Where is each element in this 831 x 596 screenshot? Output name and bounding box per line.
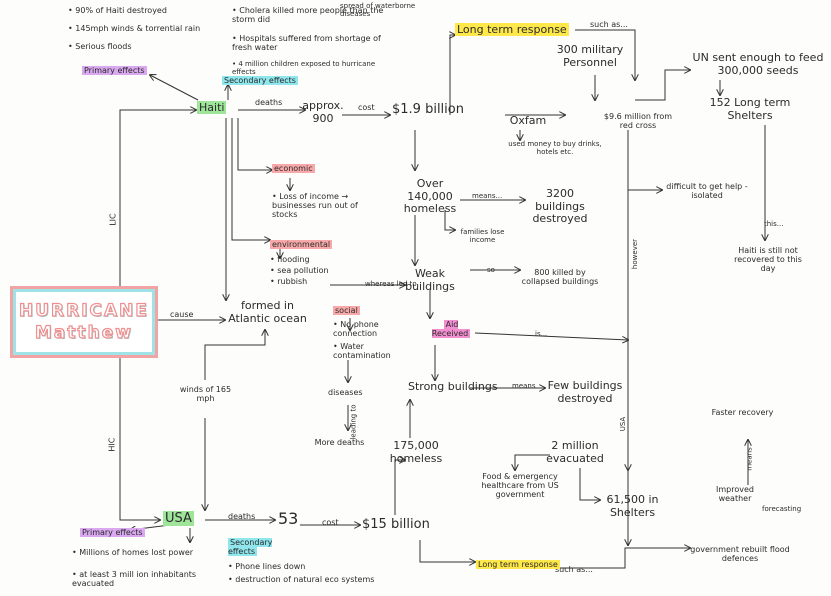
is-label: is... (535, 330, 548, 338)
haiti-deaths-label: deaths (255, 98, 283, 107)
few-destroyed: Few buildings destroyed (547, 379, 623, 405)
more-deaths: More deaths (314, 438, 365, 447)
leading-to-label: leading to (349, 404, 358, 440)
economic-item-1: • Loss of income → businesses run out of… (272, 192, 358, 220)
haiti-primary-item-3: • Serious floods (68, 42, 132, 51)
difficult-help: difficult to get help - isolated (666, 182, 748, 201)
usa-such-as-label: such as... (555, 565, 593, 574)
haiti-not-recovered: Haiti is still not recovered to this day (734, 246, 802, 274)
oxfam-note: used money to buy drinks, hotels etc. (508, 140, 602, 157)
cause-label: cause (170, 310, 194, 319)
haiti-social: social (333, 306, 360, 315)
haiti-secondary-item-3: • 4 million children exposed to hurrican… (232, 60, 376, 77)
usa-primary-item-2: • at least 3 mill ion inhabitants evacua… (72, 570, 197, 589)
usa-cost-label: cost (322, 518, 339, 527)
haiti-long-term: Long term response (455, 23, 569, 36)
formed-in-ocean: formed in Atlantic ocean (228, 299, 307, 325)
usa-shelters: 61,500 in Shelters (606, 493, 659, 519)
hic-label: HIC (107, 437, 117, 452)
usa-evacuated: 2 million evacuated (546, 439, 604, 465)
diseases: diseases (328, 388, 363, 397)
killed-by-buildings: 800 killed by collapsed buildings (521, 268, 599, 287)
usa-vertical-label: USA (619, 416, 628, 432)
haiti-such-as-label: such as... (590, 20, 628, 29)
un-food: UN sent enough to feed 300,000 seeds (692, 51, 824, 77)
usa-node: USA (163, 511, 194, 526)
so-label: so (487, 266, 495, 274)
military-personnel: 300 military Personnel (556, 43, 624, 69)
weak-buildings: Weak buildings (405, 267, 455, 293)
this-label: this... (764, 220, 784, 228)
social-item-1: • No phone connection (333, 320, 379, 339)
usa-cost: $15 billion (362, 517, 430, 532)
long-term-shelters: 152 Long term Shelters (709, 96, 791, 122)
usa-primary-effects: Primary effects (80, 528, 145, 537)
title-badge: HURRICANE Matthew (10, 286, 158, 358)
usa-food-healthcare: Food & emergency healthcare from US gove… (481, 472, 559, 500)
aid-received: Aid Received (431, 320, 471, 339)
meant-label: means (745, 447, 754, 471)
title-line1: HURRICANE (18, 300, 149, 321)
usa-secondary-effects: Secondary effects (228, 538, 273, 557)
buildings-destroyed-3200: 3200 buildings destroyed (532, 187, 588, 226)
haiti-cost: $1.9 billion (392, 102, 464, 117)
haiti-economic: economic (272, 164, 315, 173)
improved-weather: Improved weather (716, 485, 754, 504)
environmental-item-3: • rubbish (270, 277, 308, 286)
haiti-secondary-item-2: • Hospitals suffered from shortage of fr… (232, 34, 381, 53)
haiti-homeless: Over 140,000 homeless (403, 177, 457, 216)
means-homeless-label: means... (472, 192, 503, 200)
spread-note: spread of waterborne diseases (340, 2, 416, 19)
haiti-secondary-item-1: • Cholera killed more people than the st… (232, 6, 384, 25)
however-label: however (631, 238, 640, 270)
strong-buildings: Strong buildings (408, 380, 498, 393)
haiti-environmental: environmental (270, 240, 333, 249)
haiti-primary-item-1: • 90% of Haiti destroyed (68, 6, 167, 15)
red-cross: $9.6 million from red cross (603, 112, 673, 131)
lic-label: LIC (108, 213, 118, 226)
haiti-node: Haiti (197, 101, 227, 114)
haiti-secondary-effects: Secondary effects (222, 76, 298, 85)
faster-recovery: Faster recovery (711, 408, 774, 417)
whereas-label: whereas led to (365, 280, 417, 288)
usa-secondary-item-2: • destruction of natural eco systems (228, 575, 375, 584)
usa-secondary-item-1: • Phone lines down (228, 562, 306, 571)
title-line2: Matthew (34, 322, 133, 343)
families-lose-income: families lose income (460, 228, 505, 245)
usa-deaths-label: deaths (228, 512, 256, 521)
usa-long-term: Long term response (476, 560, 560, 569)
usa-homeless: 175,000 homeless (389, 439, 443, 465)
social-item-2: • Water contamination (333, 342, 391, 361)
haiti-cost-label: cost (358, 103, 375, 112)
haiti-primary-item-2: • 145mph winds & torrential rain (68, 24, 201, 33)
usa-primary-item-1: • Millions of homes lost power (72, 548, 194, 557)
forecasting-label: forecasting (762, 505, 802, 513)
environmental-item-2: • sea pollution (270, 266, 329, 275)
govt-flood-defences: government rebuilt flood defences (690, 545, 790, 564)
winds-165: winds of 165 mph (179, 385, 232, 404)
environmental-item-1: • flooding (270, 255, 310, 264)
oxfam: Oxfam (509, 114, 547, 127)
haiti-deaths: approx. 900 (302, 99, 344, 125)
means-aid-label: means (512, 382, 536, 390)
usa-deaths: 53 (278, 509, 299, 528)
haiti-primary-effects: Primary effects (82, 66, 147, 75)
